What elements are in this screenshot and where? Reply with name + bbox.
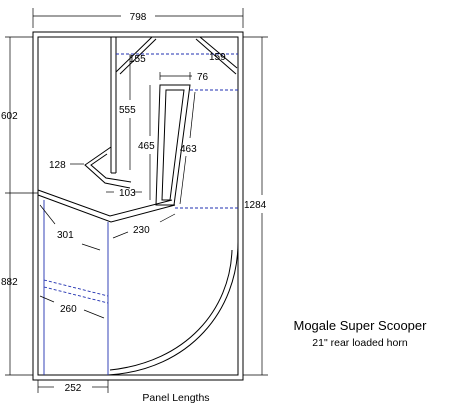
dim-1284: 1284 bbox=[244, 200, 267, 211]
dim-798: 798 bbox=[130, 12, 147, 23]
horn-mouth-curve bbox=[107, 241, 239, 376]
dim-155: 155 bbox=[129, 54, 146, 65]
dim-555: 555 bbox=[119, 105, 136, 116]
dim-76: 76 bbox=[197, 72, 209, 83]
diagram-subtitle: 21" rear loaded horn bbox=[312, 337, 408, 349]
dim-602: 602 bbox=[1, 111, 18, 122]
cabinet-outline bbox=[32, 31, 244, 381]
dim-103: 103 bbox=[119, 188, 136, 199]
dimension-labels: 798 602 882 1284 155 159 76 555 465 463 … bbox=[1, 12, 267, 394]
diagram-caption: Panel Lengths bbox=[142, 392, 209, 404]
dim-882: 882 bbox=[1, 277, 18, 288]
dim-159: 159 bbox=[209, 52, 226, 63]
dim-252: 252 bbox=[65, 383, 82, 394]
dim-301: 301 bbox=[57, 230, 74, 241]
dim-465: 465 bbox=[138, 141, 155, 152]
diagram-title: Mogale Super Scooper bbox=[294, 318, 428, 333]
construction-lines bbox=[43, 53, 238, 375]
chevron-panel bbox=[84, 146, 132, 189]
v-divider-panel bbox=[37, 189, 176, 223]
dim-128: 128 bbox=[49, 160, 66, 171]
dimension-lines bbox=[5, 8, 268, 393]
dim-230: 230 bbox=[133, 225, 150, 236]
top-channel-panels bbox=[110, 36, 238, 174]
dim-463: 463 bbox=[180, 144, 197, 155]
dim-260: 260 bbox=[60, 304, 77, 315]
